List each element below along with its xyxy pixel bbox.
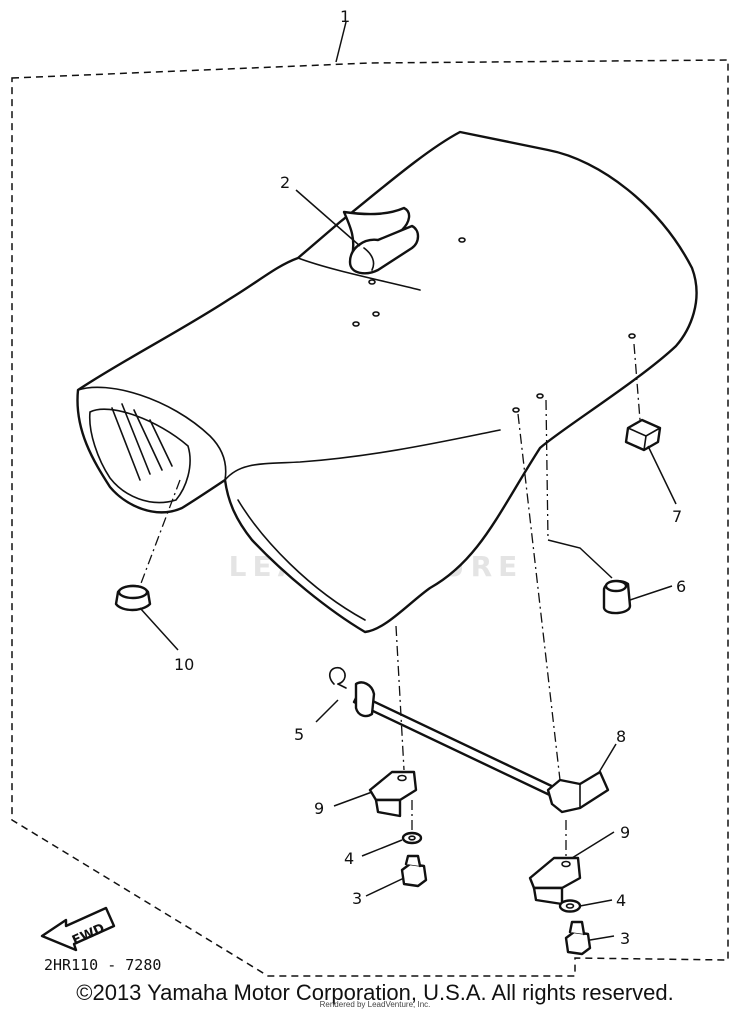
seat-lower-edge — [237, 499, 366, 621]
mount-holes — [352, 237, 636, 413]
seat-side-skirt — [224, 429, 501, 481]
clip-nut — [624, 418, 662, 452]
seat-rod — [352, 681, 610, 814]
callout-3: 3 — [352, 889, 362, 908]
bracket-right — [528, 856, 582, 906]
kit-code: 2HR110 - 7280 — [44, 956, 161, 974]
callout-5: 5 — [294, 725, 304, 744]
kit-boundary — [11, 59, 729, 977]
callout-9: 9 — [620, 823, 630, 842]
washer-left — [401, 831, 423, 845]
seat-rib — [111, 407, 141, 481]
copyright-notice: ©2013 Yamaha Motor Corporation, U.S.A. A… — [76, 980, 674, 1005]
bracket-left — [368, 770, 418, 818]
assembly-axes — [139, 343, 641, 856]
callout-6: 6 — [676, 577, 686, 596]
callout-7: 7 — [672, 507, 682, 526]
callout-labels: 1 2 3 3 4 4 5 6 7 8 9 9 10 — [174, 7, 686, 948]
washer-right — [558, 899, 582, 913]
seat-rib — [149, 419, 173, 467]
seat-shell — [76, 130, 698, 634]
callout-10: 10 — [174, 655, 194, 674]
callout-4: 4 — [616, 891, 626, 910]
seat-top-ridge — [297, 257, 421, 291]
callout-4: 4 — [344, 849, 354, 868]
leader-lines — [139, 21, 677, 941]
seat-rib — [121, 403, 151, 475]
callout-2: 2 — [280, 173, 290, 192]
front-damper — [114, 584, 152, 612]
seat-inner-pan — [88, 408, 191, 504]
seat-strap — [342, 206, 420, 275]
seat-assembly — [76, 130, 698, 634]
bolt-right — [564, 920, 592, 956]
spring-clip — [328, 666, 347, 689]
seat-rib — [133, 409, 163, 471]
bolt-left — [400, 854, 428, 888]
render-credit: Rendered by LeadVenture, Inc. — [319, 1000, 431, 1009]
fwd-arrow: FWD — [40, 906, 116, 952]
callout-1: 1 — [340, 7, 350, 26]
callout-8: 8 — [616, 727, 626, 746]
callout-3: 3 — [620, 929, 630, 948]
seat-damper — [602, 579, 632, 615]
callout-9: 9 — [314, 799, 324, 818]
seat-front-opening — [77, 386, 227, 481]
